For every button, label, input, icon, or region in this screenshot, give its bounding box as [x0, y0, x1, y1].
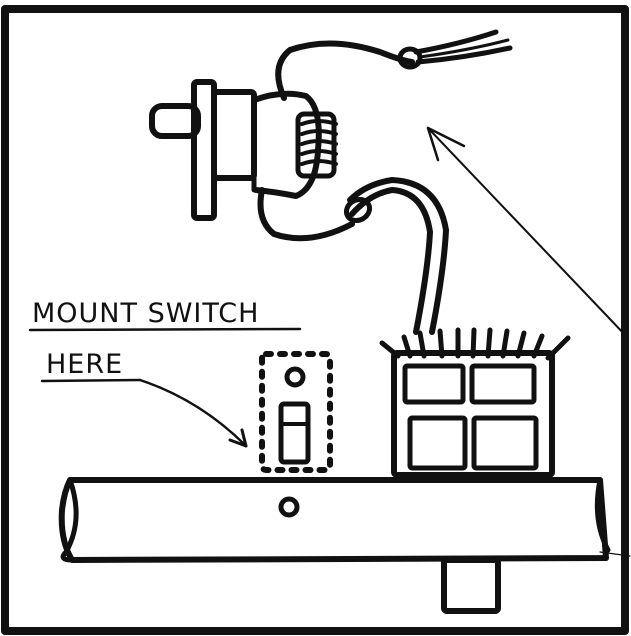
annotation-line-2: HERE — [46, 349, 123, 380]
mounting-board — [58, 477, 631, 563]
annotation: MOUNT SWITCH HERE — [28, 298, 302, 448]
annotation-leader-arrow — [138, 378, 248, 448]
support-post — [441, 557, 501, 614]
switch-outline — [259, 351, 333, 473]
power-leads — [275, 29, 513, 101]
mounting-hole — [278, 496, 300, 518]
pointer-arrow — [426, 126, 629, 339]
switch-screw — [284, 366, 306, 388]
motor-assembly — [149, 79, 355, 242]
annotation-line-1: MOUNT SWITCH — [32, 298, 259, 329]
cable — [343, 177, 449, 335]
switch-toggle — [278, 401, 311, 465]
frame-border — [1, 5, 629, 635]
heat-sink-block — [379, 327, 571, 478]
